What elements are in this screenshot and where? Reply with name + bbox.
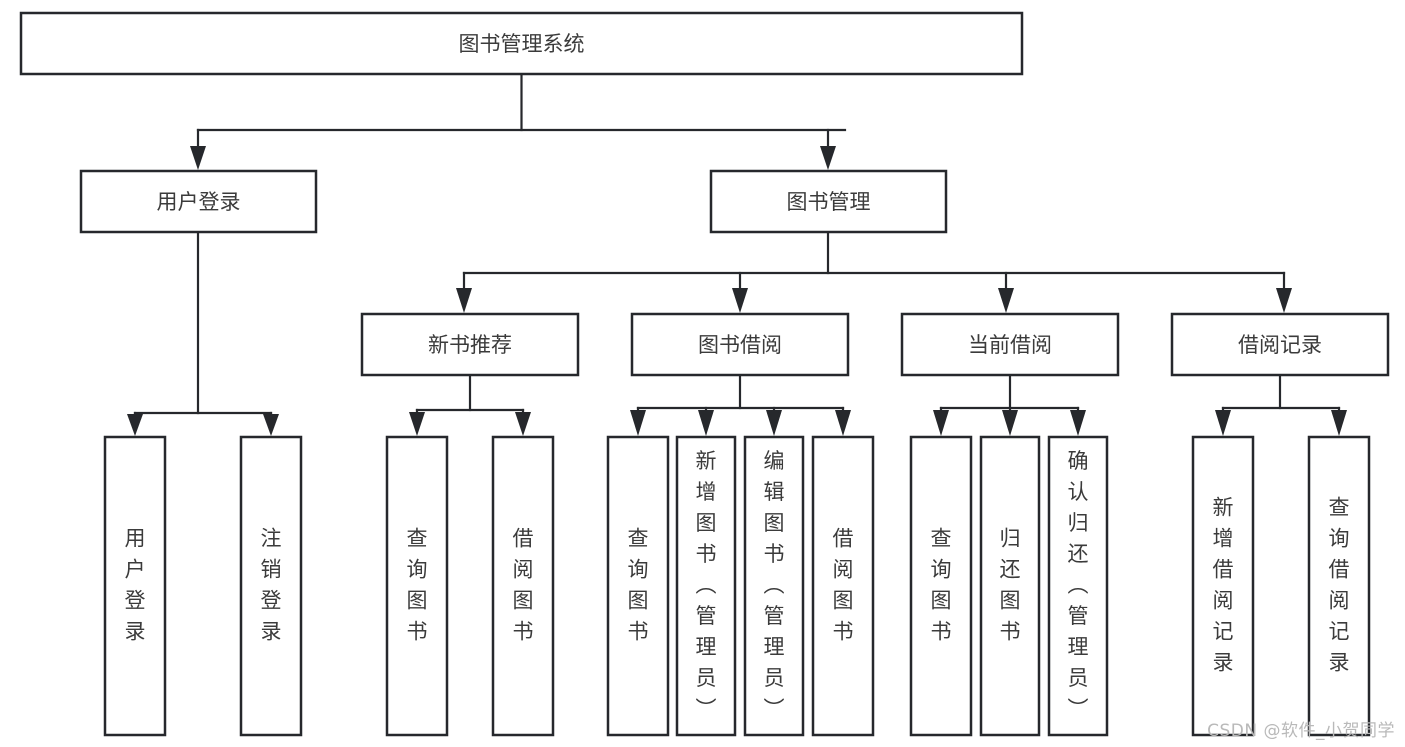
leaf-label-book-borrow-3: 借阅图书: [833, 527, 854, 644]
leaf-box-borrow-record-1: [1307, 435, 1371, 737]
leaf-box-book-borrow-3: [811, 435, 875, 737]
leaf-node[interactable]: 查询图书: [606, 435, 670, 737]
node-box-root: [19, 11, 1024, 76]
leaf-box-user-login-0: [103, 435, 167, 737]
node-box-book-management: [709, 169, 948, 234]
arrow-head-bb-leaf-3: [835, 410, 851, 436]
leaf-label-book-borrow-2: 编辑图书︵管理员︶: [764, 449, 785, 721]
node-label-new-book-recommend: 新书推荐: [428, 333, 512, 357]
leaf-label-book-borrow-1: 新增图书︵管理员︶: [696, 449, 717, 721]
arrow-head-br-leaf-1: [1331, 410, 1347, 436]
arrow-head-bb-leaf-0: [630, 410, 646, 436]
leaf-node[interactable]: 归还图书: [979, 435, 1041, 737]
connector-group-root: [190, 72, 847, 170]
connector-group-borrow-record: [1215, 373, 1347, 436]
leaf-box-current-borrow-1: [979, 435, 1041, 737]
node-borrow-record[interactable]: 借阅记录: [1170, 312, 1390, 377]
leaf-box-user-login-1: [239, 435, 303, 737]
arrow-head-l3-book-borrow: [732, 288, 748, 313]
connector-group-book-borrow: [630, 373, 851, 436]
leaf-label-new-book-0: 查询图书: [407, 527, 428, 644]
leaf-node[interactable]: 查询图书: [385, 435, 449, 737]
leaf-label-borrow-record-0: 新增借阅记录: [1213, 496, 1234, 675]
node-label-book-borrow: 图书借阅: [698, 333, 782, 357]
arrow-head-user-login: [190, 146, 206, 170]
node-label-current-borrow: 当前借阅: [968, 333, 1052, 357]
leaf-node[interactable]: 注销登录: [239, 435, 303, 737]
node-root-system[interactable]: 图书管理系统: [19, 11, 1024, 76]
node-box-new-book-recommend: [360, 312, 580, 377]
leaf-label-user-login-0: 用户登录: [125, 527, 146, 644]
leaf-label-user-login-1: 注销登录: [261, 527, 282, 644]
arrow-head-br-leaf-0: [1215, 410, 1231, 436]
leaf-label-current-borrow-2: 确认归还︵管理员︶: [1068, 449, 1089, 721]
arrow-head-ul-leaf-1: [263, 414, 279, 436]
leaf-label-new-book-1: 借阅图书: [513, 527, 534, 644]
leaf-box-book-borrow-0: [606, 435, 670, 737]
leaf-box-borrow-record-0: [1191, 435, 1255, 737]
leaf-box-new-book-0: [385, 435, 449, 737]
arrow-head-nb-leaf-0: [409, 412, 425, 436]
leaf-node[interactable]: 用户登录: [103, 435, 167, 737]
leaf-node[interactable]: 借阅图书: [491, 435, 555, 737]
node-label-book-management: 图书管理: [787, 190, 871, 214]
leaf-box-book-borrow-2: [743, 435, 805, 737]
arrow-head-bb-leaf-2: [766, 410, 782, 436]
csdn-watermark: CSDN @软件_小贺同学: [1207, 721, 1395, 741]
leaf-box-current-borrow-2: [1047, 435, 1109, 737]
leaf-label-current-borrow-1: 归还图书: [1000, 527, 1021, 644]
leaf-node[interactable]: 查询图书: [909, 435, 973, 737]
leaf-label-borrow-record-1: 查询借阅记录: [1329, 496, 1350, 675]
arrow-head-l3-current-borrow: [998, 288, 1014, 313]
connector-group-user-login: [127, 230, 279, 436]
arrow-head-ul-leaf-0: [127, 414, 143, 436]
leaf-box-new-book-1: [491, 435, 555, 737]
connector-group-new-book: [409, 373, 531, 436]
leaf-node[interactable]: 查询借阅记录: [1307, 435, 1371, 737]
node-box-book-borrow: [630, 312, 850, 377]
leaf-box-book-borrow-1: [675, 435, 737, 737]
arrow-head-l3-new-book: [456, 288, 472, 313]
node-new-book-recommend[interactable]: 新书推荐: [360, 312, 580, 377]
leaf-node[interactable]: 确认归还︵管理员︶: [1047, 435, 1109, 737]
arrow-head-nb-leaf-1: [515, 412, 531, 436]
arrow-head-cb-leaf-2: [1070, 410, 1086, 436]
node-box-user-login: [79, 169, 318, 234]
node-label-borrow-record: 借阅记录: [1238, 333, 1322, 357]
leaf-node[interactable]: 编辑图书︵管理员︶: [743, 435, 805, 737]
node-box-borrow-record: [1170, 312, 1390, 377]
leaf-label-book-borrow-0: 查询图书: [628, 527, 649, 644]
node-current-borrow[interactable]: 当前借阅: [900, 312, 1120, 377]
arrow-head-l3-borrow-record: [1276, 288, 1292, 313]
leaf-node[interactable]: 新增借阅记录: [1191, 435, 1255, 737]
arrow-head-cb-leaf-1: [1002, 410, 1018, 436]
arrow-head-bb-leaf-1: [698, 410, 714, 436]
node-book-management[interactable]: 图书管理: [709, 169, 948, 234]
leaf-box-current-borrow-0: [909, 435, 973, 737]
node-label-root: 图书管理系统: [459, 32, 585, 56]
connector-group-current-borrow: [933, 373, 1086, 436]
connector-group-book-mgmt: [456, 230, 1292, 313]
node-label-user-login: 用户登录: [157, 190, 241, 214]
arrow-head-cb-leaf-0: [933, 410, 949, 436]
node-user-login[interactable]: 用户登录: [79, 169, 318, 234]
node-book-borrow[interactable]: 图书借阅: [630, 312, 850, 377]
node-box-current-borrow: [900, 312, 1120, 377]
leaf-label-current-borrow-0: 查询图书: [931, 527, 952, 644]
leaf-node[interactable]: 借阅图书: [811, 435, 875, 737]
arrow-head-book-mgmt: [820, 146, 836, 170]
leaf-node[interactable]: 新增图书︵管理员︶: [675, 435, 737, 737]
